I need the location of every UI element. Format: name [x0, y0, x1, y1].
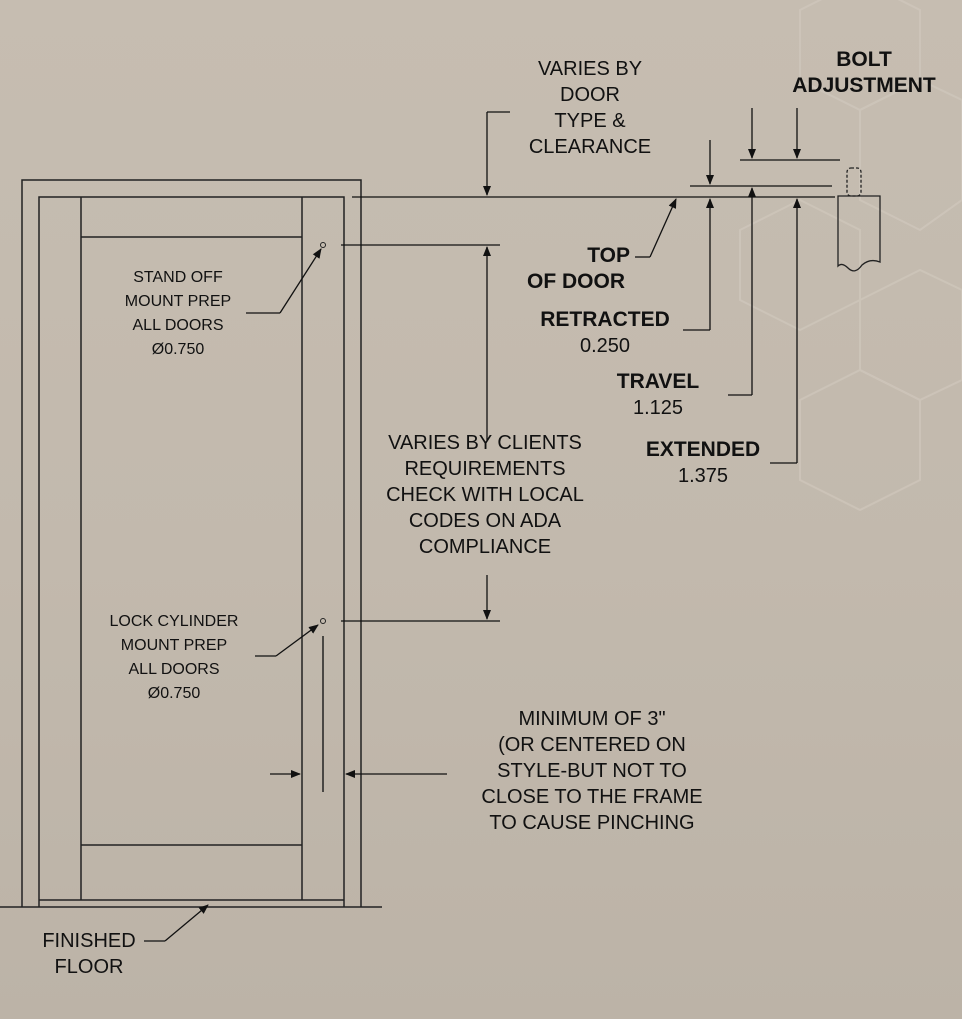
minimum-label: MINIMUM OF 3" (OR CENTERED ON STYLE-BUT … — [481, 708, 703, 834]
door-frame — [0, 179, 382, 908]
top-of-door-label: TOP OF DOOR — [527, 244, 630, 293]
dimension-lines — [270, 108, 840, 778]
lock-cylinder-label: LOCK CYLINDER MOUNT PREP ALL DOORS Ø0.75… — [109, 613, 239, 702]
bolt-adjustment-label: BOLT ADJUSTMENT — [792, 48, 936, 97]
extended-label: EXTENDED 1.375 — [645, 438, 761, 487]
stand-off-label: STAND OFF MOUNT PREP ALL DOORS Ø0.750 — [124, 269, 232, 358]
varies-clients-label: VARIES BY CLIENTS REQUIREMENTS CHECK WIT… — [386, 432, 584, 558]
travel-label: TRAVEL 1.125 — [616, 370, 700, 419]
lock-cylinder-hole — [320, 618, 326, 624]
stand-off-hole — [320, 242, 326, 248]
varies-door-type-label: VARIES BY DOOR TYPE & CLEARANCE — [528, 58, 652, 158]
leader-lines — [144, 198, 677, 942]
hex-background — [739, 0, 962, 512]
bolt-detail — [837, 167, 881, 272]
finished-floor-label: FINISHED FLOOR — [42, 930, 136, 978]
retracted-label: RETRACTED 0.250 — [540, 308, 670, 357]
